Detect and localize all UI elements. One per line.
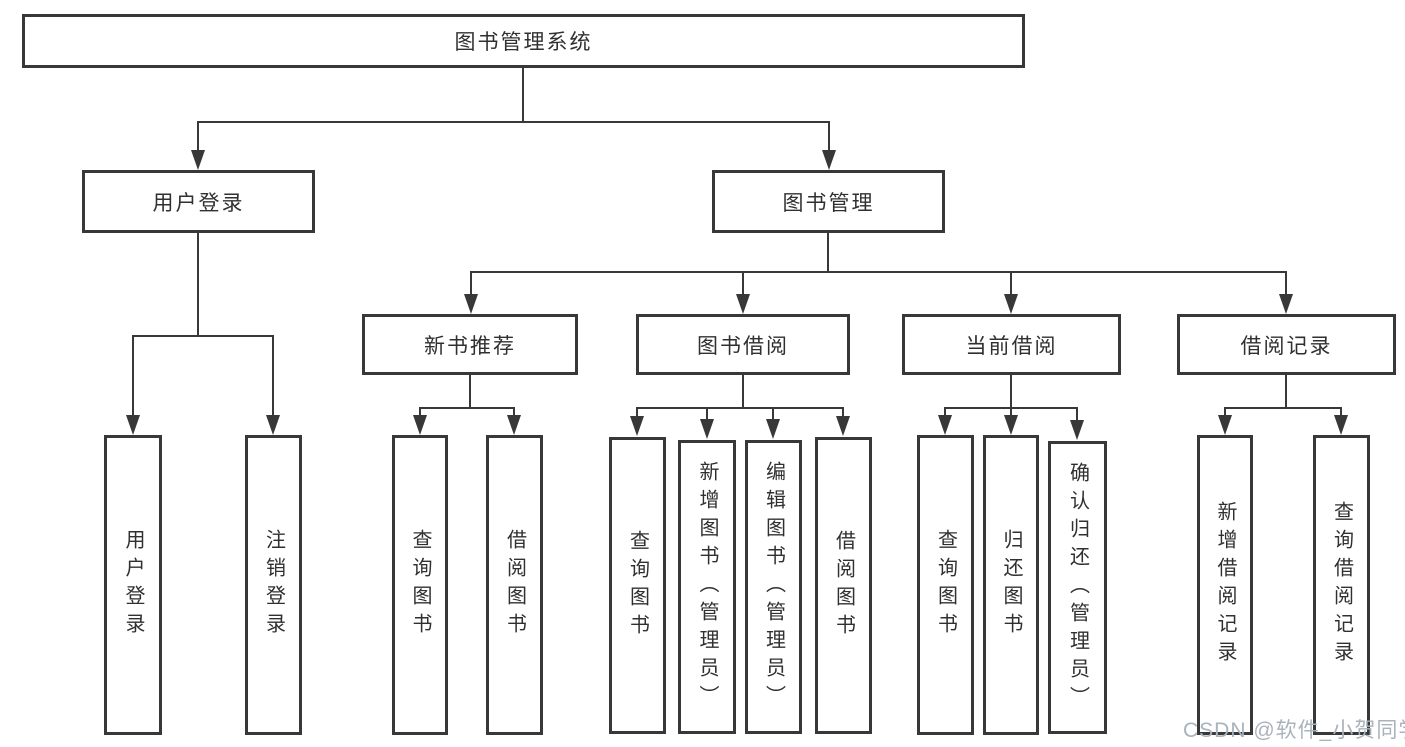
connector-root-stem bbox=[522, 68, 524, 121]
leaf-edit-book-admin: 编辑图书（管理员） bbox=[745, 440, 802, 734]
leaf-return-books: 归还图书 bbox=[983, 435, 1039, 735]
connector-root-right-drop bbox=[828, 121, 830, 152]
node-current-borrowing: 当前借阅 bbox=[902, 314, 1121, 375]
connector-borrowing-drop-3 bbox=[772, 407, 774, 420]
connector-current-drop-3 bbox=[1076, 407, 1078, 421]
connector-root-left-drop bbox=[197, 121, 199, 152]
leaf-user-login: 用户登录 bbox=[104, 435, 162, 735]
connector-bookmgmt-drop-1 bbox=[470, 271, 472, 296]
connector-userlogin-drop-2 bbox=[272, 335, 274, 417]
connector-recommend-bar bbox=[419, 407, 515, 409]
node-book-borrowing: 图书借阅 bbox=[636, 314, 850, 375]
arrowhead-to-current-borrowing bbox=[1004, 294, 1018, 314]
connector-recommend-drop-2 bbox=[513, 407, 515, 417]
connector-bookmgmt-bar bbox=[470, 271, 1287, 273]
node-borrowing-records: 借阅记录 bbox=[1177, 314, 1396, 375]
connector-userlogin-stem bbox=[197, 233, 199, 335]
arrowhead-to-query-books-current bbox=[938, 415, 952, 435]
node-new-book-recommendation: 新书推荐 bbox=[362, 314, 578, 375]
arrowhead-to-book-borrowing bbox=[736, 294, 750, 314]
node-book-management: 图书管理 bbox=[712, 170, 945, 233]
leaf-borrow-books: 借阅图书 bbox=[815, 437, 872, 734]
leaf-add-book-admin: 新增图书（管理员） bbox=[678, 440, 736, 734]
arrowhead-to-edit-book-admin bbox=[766, 419, 780, 439]
arrowhead-to-borrow-books bbox=[836, 416, 850, 436]
node-library-management-system: 图书管理系统 bbox=[22, 14, 1025, 68]
leaf-query-books-borrowing: 查询图书 bbox=[609, 437, 666, 734]
csdn-watermark: CSDN @软件_小贺同学 bbox=[1183, 719, 1405, 742]
connector-current-stem bbox=[1010, 375, 1012, 407]
arrowhead-to-query-books-borrowing bbox=[630, 416, 644, 436]
connector-records-drop-1 bbox=[1224, 407, 1226, 417]
connector-current-drop-2 bbox=[1010, 407, 1012, 417]
connector-root-bar bbox=[197, 121, 830, 123]
arrowhead-to-borrowing-records bbox=[1279, 294, 1293, 314]
connector-bookmgmt-drop-4 bbox=[1285, 271, 1287, 296]
leaf-borrow-books-recommend: 借阅图书 bbox=[486, 435, 543, 735]
connector-borrowing-bar bbox=[636, 407, 844, 409]
connector-borrowing-drop-1 bbox=[636, 407, 638, 417]
leaf-query-books-recommend: 查询图书 bbox=[392, 435, 448, 735]
leaf-add-borrow-record: 新增借阅记录 bbox=[1197, 435, 1253, 735]
leaf-confirm-return-admin: 确认归还（管理员） bbox=[1048, 441, 1107, 734]
connector-bookmgmt-drop-3 bbox=[1010, 271, 1012, 296]
arrowhead-to-borrow-books-recommend bbox=[507, 415, 521, 435]
connector-bookmgmt-stem bbox=[827, 233, 829, 271]
arrowhead-to-add-book-admin bbox=[700, 419, 714, 439]
connector-records-bar bbox=[1224, 407, 1342, 409]
connector-borrowing-drop-2 bbox=[706, 407, 708, 420]
arrowhead-to-query-books-recommend bbox=[413, 415, 427, 435]
arrowhead-to-leaf-logout bbox=[266, 415, 280, 435]
arrowhead-to-confirm-return-admin bbox=[1070, 420, 1084, 440]
arrowhead-to-query-borrow-record bbox=[1334, 415, 1348, 435]
arrowhead-to-user-login bbox=[191, 150, 205, 170]
node-user-login: 用户登录 bbox=[82, 170, 315, 233]
arrowhead-to-book-management bbox=[822, 150, 836, 170]
arrowhead-to-add-borrow-record bbox=[1218, 415, 1232, 435]
connector-bookmgmt-drop-2 bbox=[742, 271, 744, 296]
connector-records-stem bbox=[1285, 375, 1287, 407]
connector-userlogin-drop-1 bbox=[132, 335, 134, 417]
connector-recommend-stem bbox=[469, 375, 471, 407]
connector-current-drop-1 bbox=[944, 407, 946, 417]
leaf-query-borrow-record: 查询借阅记录 bbox=[1313, 435, 1370, 735]
connector-userlogin-bar bbox=[132, 335, 274, 337]
leaf-query-books-current: 查询图书 bbox=[917, 435, 974, 735]
connector-records-drop-2 bbox=[1340, 407, 1342, 417]
connector-recommend-drop-1 bbox=[419, 407, 421, 417]
arrowhead-to-leaf-user-login bbox=[126, 415, 140, 435]
connector-borrowing-stem bbox=[742, 375, 744, 407]
arrowhead-to-return-books bbox=[1004, 415, 1018, 435]
connector-borrowing-drop-4 bbox=[842, 407, 844, 417]
leaf-logout: 注销登录 bbox=[245, 435, 302, 735]
arrowhead-to-new-book-recommendation bbox=[464, 294, 478, 314]
